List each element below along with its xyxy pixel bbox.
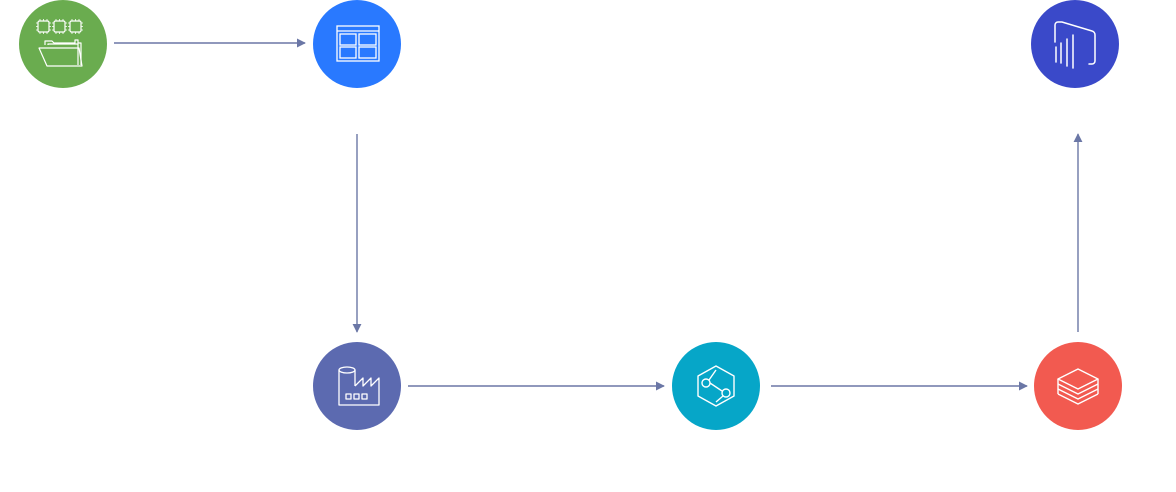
layers-icon bbox=[1057, 368, 1099, 405]
node-data-factory[interactable] bbox=[313, 342, 401, 430]
factory-icon bbox=[338, 366, 380, 406]
node-power-bi[interactable] bbox=[1031, 0, 1119, 88]
node-databricks[interactable] bbox=[1034, 342, 1122, 430]
powerbi-icon bbox=[1054, 21, 1096, 69]
hexagon-share-icon bbox=[697, 365, 735, 407]
node-source-files[interactable] bbox=[19, 0, 107, 88]
node-data-share[interactable] bbox=[672, 342, 760, 430]
table-icon bbox=[336, 25, 380, 62]
node-data-table[interactable] bbox=[313, 0, 401, 88]
chips-folder-icon bbox=[36, 19, 83, 67]
